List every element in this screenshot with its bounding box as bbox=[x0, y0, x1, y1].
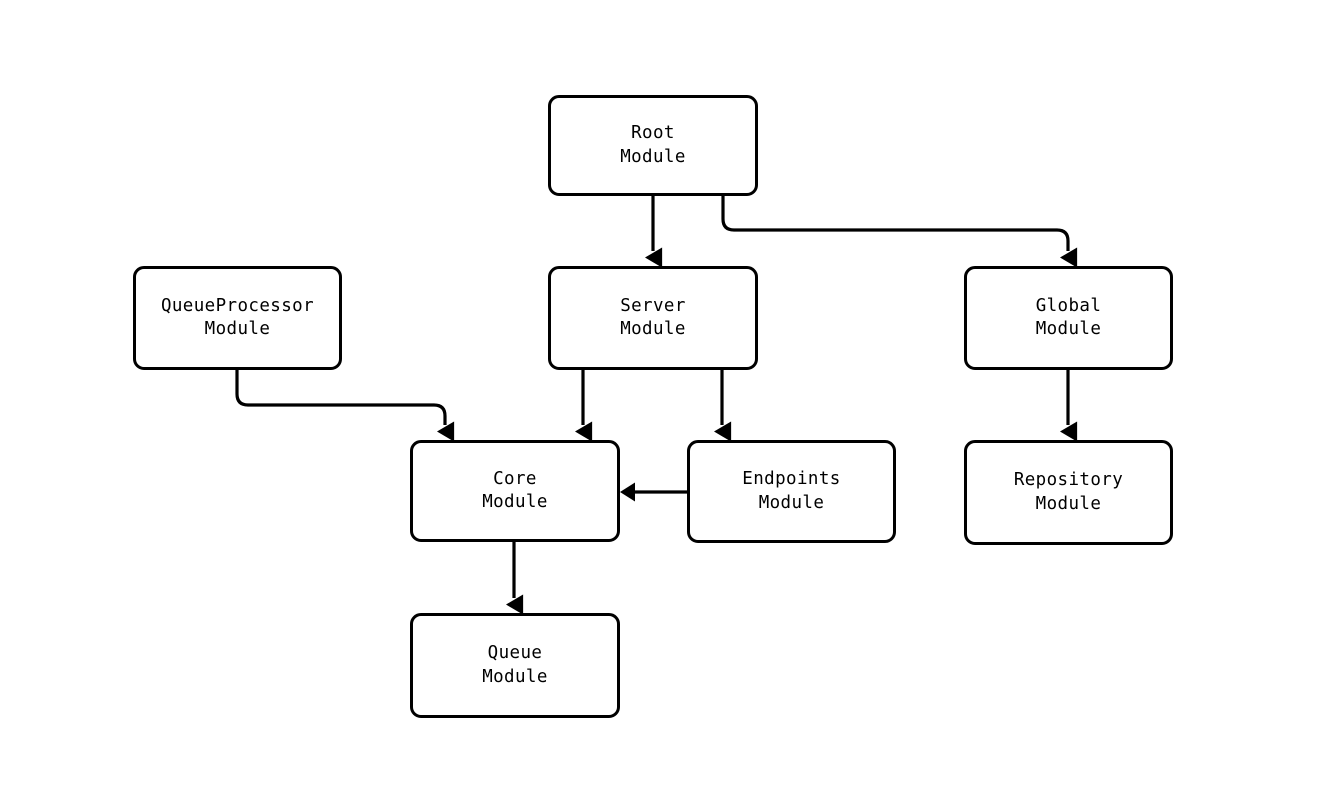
node-label: Endpoints Module bbox=[742, 469, 841, 513]
edge-queueprocessor-to-core bbox=[235, 370, 455, 442]
node-label: Global Module bbox=[1035, 295, 1102, 339]
node-label: Server Module bbox=[620, 295, 686, 339]
node-global-module[interactable]: Global Module bbox=[964, 266, 1173, 370]
node-label: QueueProcessor Module bbox=[160, 295, 315, 339]
node-queueprocessor-module[interactable]: QueueProcessor Module bbox=[133, 266, 342, 370]
node-core-module[interactable]: Core Module bbox=[410, 440, 620, 542]
arrowhead-endpoints-to-core bbox=[620, 482, 635, 502]
node-label: Repository Module bbox=[1013, 470, 1124, 514]
node-repository-module[interactable]: Repository Module bbox=[964, 440, 1173, 545]
node-label: Queue Module bbox=[482, 643, 548, 687]
node-root-module[interactable]: Root Module bbox=[548, 95, 758, 196]
node-queue-module[interactable]: Queue Module bbox=[410, 613, 620, 718]
node-label: Root Module bbox=[620, 123, 686, 167]
node-label: Core Module bbox=[482, 468, 548, 512]
edge-root-to-global bbox=[721, 196, 1078, 268]
node-endpoints-module[interactable]: Endpoints Module bbox=[687, 440, 896, 543]
node-server-module[interactable]: Server Module bbox=[548, 266, 758, 370]
